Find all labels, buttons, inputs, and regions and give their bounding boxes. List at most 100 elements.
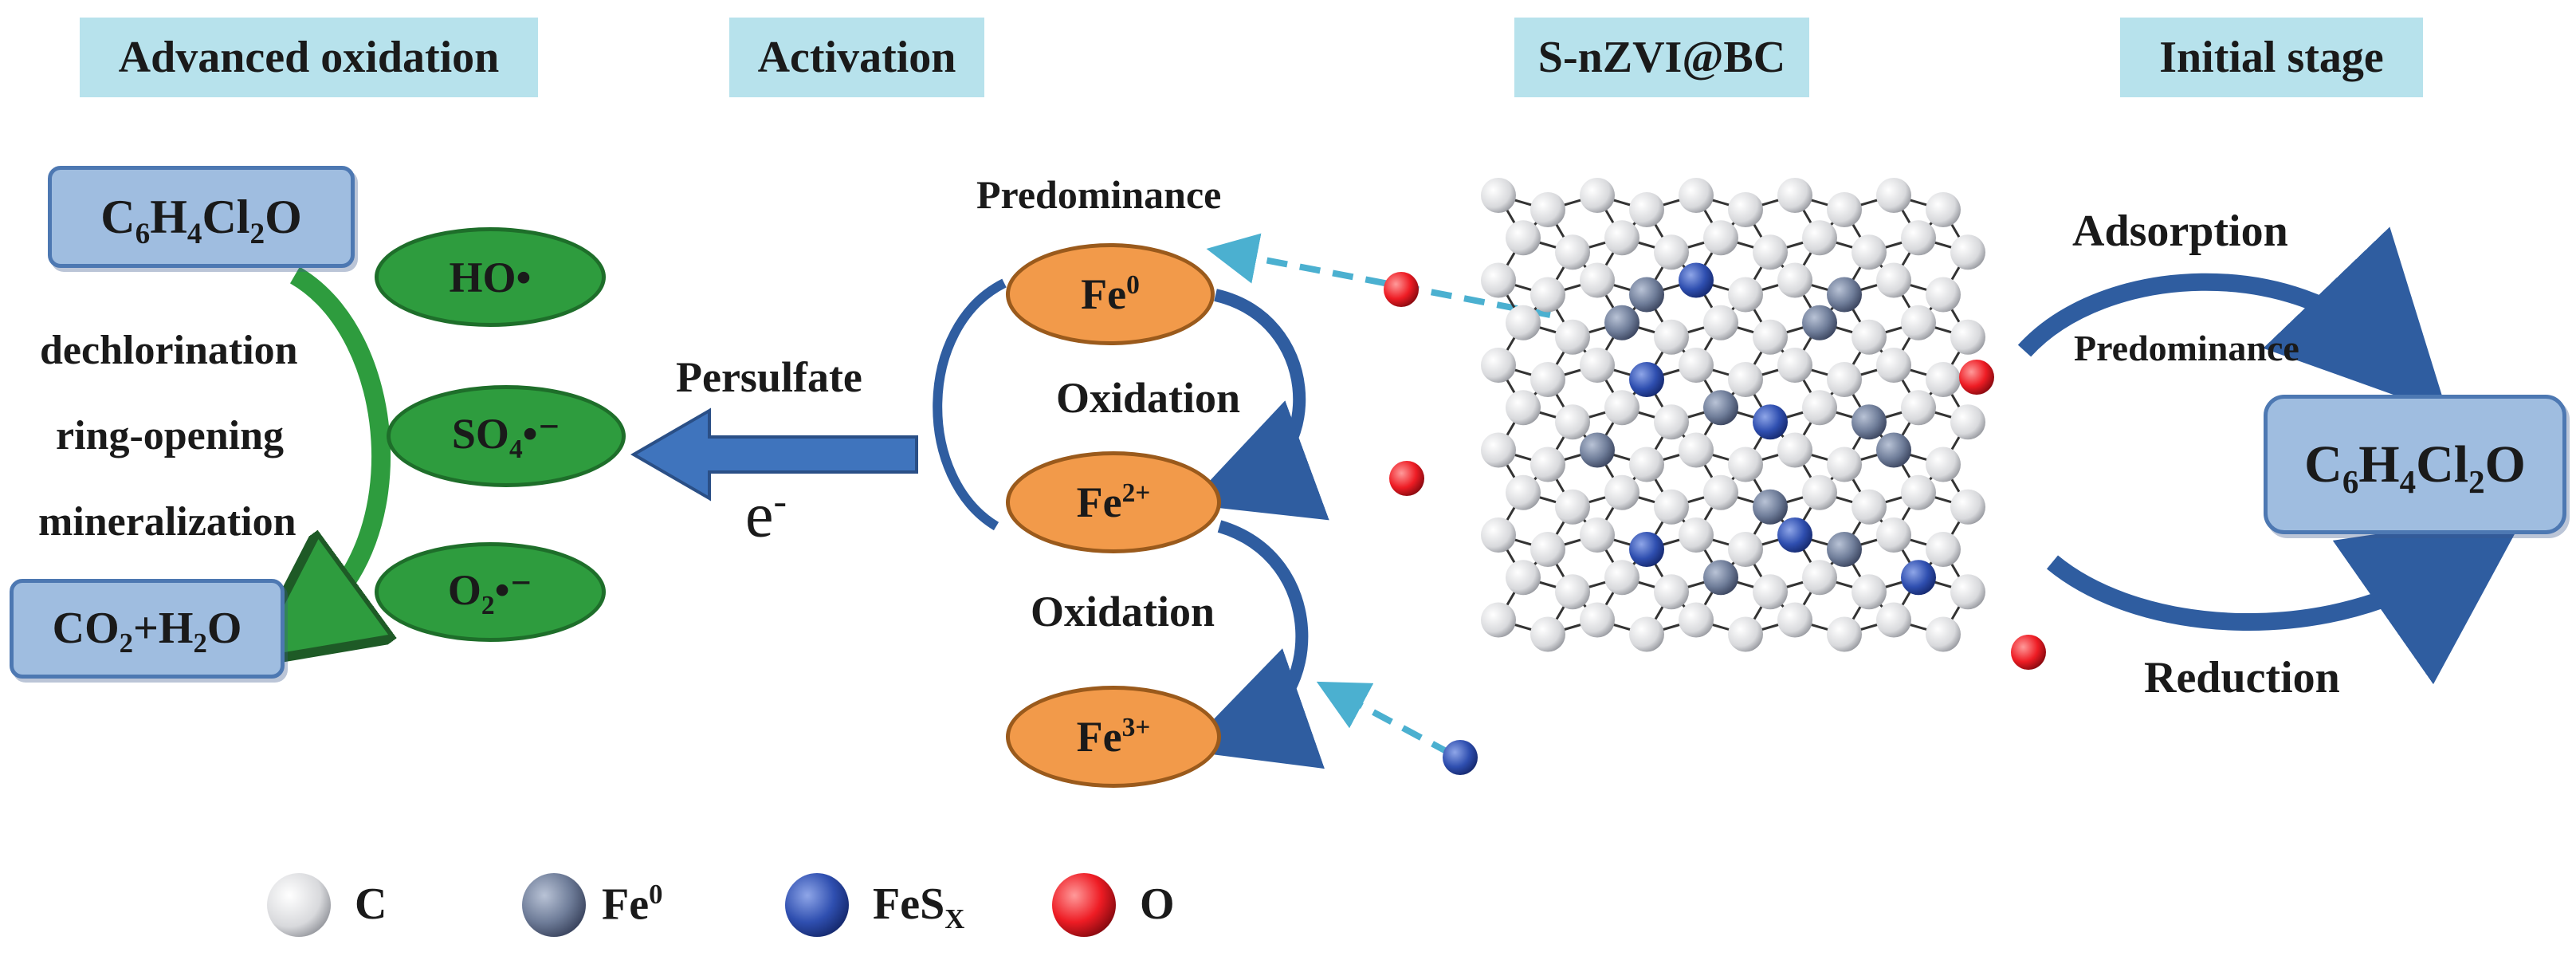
step-mineralization: mineralization — [38, 499, 296, 545]
carbon-atom — [1654, 319, 1689, 355]
carbon-atom — [1654, 489, 1689, 525]
oxidation-label-2: Oxidation — [1031, 588, 1215, 635]
legend-fesx-sphere — [785, 873, 849, 937]
fe0-atom — [1827, 532, 1862, 567]
step-ring-opening: ring-opening — [56, 413, 285, 458]
carbon-atom — [1728, 277, 1763, 313]
carbon-atom — [1506, 220, 1541, 256]
carbon-atom — [1777, 602, 1812, 638]
persulfate-arrow — [630, 407, 918, 502]
carbon-atom — [1728, 447, 1763, 482]
carbon-atom — [1950, 404, 1985, 440]
oxygen-atom — [1959, 360, 1994, 395]
carbon-atom — [1530, 447, 1565, 482]
oxidation-arrow-2 — [1183, 520, 1325, 769]
carbon-atom — [1580, 178, 1615, 213]
carbon-atom — [1901, 390, 1936, 426]
header-activation: Activation — [729, 18, 984, 97]
carbon-atom — [1827, 616, 1862, 652]
fesx-atom — [1629, 532, 1664, 567]
header-initial-stage: Initial stage — [2120, 18, 2423, 97]
legend-oxygen-sphere — [1052, 873, 1116, 937]
carbon-atom — [1827, 192, 1862, 227]
activation-predominance-label: Predominance — [976, 172, 1222, 217]
carbon-atom — [1852, 489, 1887, 525]
carbon-atom — [1802, 474, 1837, 510]
carbon-atom — [1679, 348, 1714, 383]
carbon-atom — [1555, 234, 1590, 270]
legend-label-o: O — [1140, 879, 1175, 929]
carbon-atom — [1827, 362, 1862, 397]
fe0-atom — [1852, 404, 1887, 440]
carbon-atom — [1679, 602, 1714, 638]
carbon-atom — [1654, 404, 1689, 440]
fesx-atom — [1777, 517, 1812, 553]
carbon-atom — [1876, 178, 1911, 213]
carbon-atom — [1555, 574, 1590, 610]
carbon-atom — [1876, 517, 1911, 553]
carbon-atom — [1876, 262, 1911, 298]
carbon-atom — [1481, 348, 1516, 383]
carbon-atom — [1926, 447, 1961, 482]
electron-label: e- — [745, 479, 787, 551]
persulfate-label: Persulfate — [676, 353, 862, 401]
carbon-atom — [1580, 262, 1615, 298]
header-advanced-oxidation: Advanced oxidation — [80, 18, 538, 97]
carbon-atom — [1852, 574, 1887, 610]
radical-sulfate: SO4•⁻ — [387, 385, 626, 487]
fesx-atom — [1679, 262, 1714, 298]
carbon-atom — [1777, 432, 1812, 468]
radical-superoxide: O2•⁻ — [375, 542, 606, 642]
carbon-atom — [1926, 616, 1961, 652]
fe0-atom — [1703, 560, 1738, 596]
carbon-atom — [1950, 319, 1985, 355]
legend-spheres — [267, 873, 1116, 937]
fesx-atom — [1753, 404, 1788, 440]
carbon-atom — [1703, 474, 1738, 510]
carbon-atom — [1604, 560, 1639, 596]
fe0-atom — [1629, 277, 1664, 313]
carbon-atom — [1530, 616, 1565, 652]
oxidation-arrow-1 — [1187, 289, 1329, 521]
carbon-atom — [1703, 305, 1738, 340]
carbon-atom — [1506, 474, 1541, 510]
adsorption-label: Adsorption — [2072, 207, 2288, 256]
fe0-atom — [1876, 432, 1911, 468]
carbon-atom — [1481, 178, 1516, 213]
carbon-atom — [1950, 489, 1985, 525]
carbon-atom — [1852, 234, 1887, 270]
legend-carbon-sphere — [267, 873, 331, 937]
sznvi-bc-lattice — [1384, 178, 2046, 775]
carbon-atom — [1926, 192, 1961, 227]
dashed-arrow-top — [1206, 233, 1551, 318]
carbon-atom — [1901, 305, 1936, 340]
header-material: S-nZVI@BC — [1514, 18, 1809, 97]
carbon-atom — [1876, 602, 1911, 638]
fesx-atom — [1629, 362, 1664, 397]
fe0-atom — [1753, 489, 1788, 525]
carbon-atom — [1728, 532, 1763, 567]
carbon-atom — [1827, 447, 1862, 482]
carbon-atom — [1580, 602, 1615, 638]
step-dechlorination: dechlorination — [40, 328, 298, 373]
carbon-atom — [1530, 532, 1565, 567]
fe0-atom — [1827, 277, 1862, 313]
carbon-atom — [1604, 390, 1639, 426]
carbon-atom — [1481, 262, 1516, 298]
legend-label-c: C — [355, 879, 387, 929]
oxidation-label-1: Oxidation — [1056, 374, 1241, 422]
carbon-atom — [1777, 348, 1812, 383]
oxygen-atom — [1384, 272, 1419, 307]
carbon-atom — [1926, 362, 1961, 397]
fesx-atom — [1443, 740, 1478, 775]
carbon-atom — [1481, 602, 1516, 638]
reactant-box: C6H4Cl2O — [48, 166, 355, 268]
fe0-atom — [1802, 305, 1837, 340]
carbon-atom — [1901, 220, 1936, 256]
carbon-atom — [1753, 234, 1788, 270]
fe0-atom — [1604, 305, 1639, 340]
oxygen-atom — [2011, 635, 2046, 670]
carbon-atom — [1555, 319, 1590, 355]
carbon-atom — [1481, 517, 1516, 553]
